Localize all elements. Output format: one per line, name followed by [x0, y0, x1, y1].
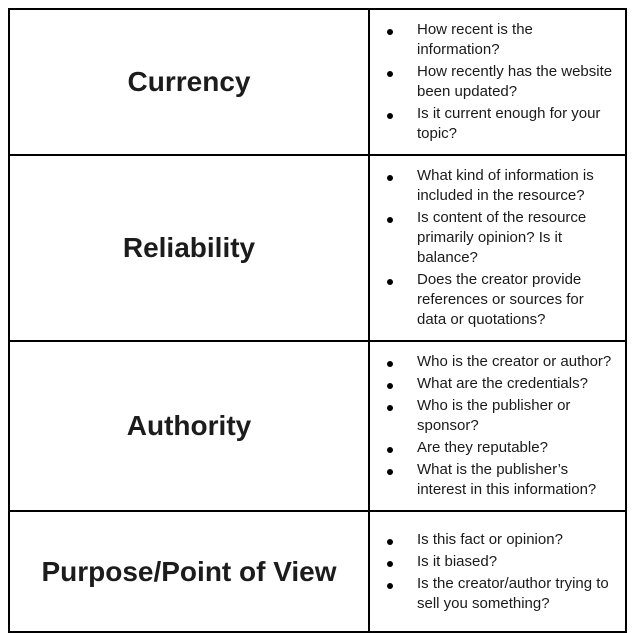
table-row: Reliability What kind of information is … [8, 154, 627, 342]
questions-cell-purpose: Is this fact or opinion? Is it biased? I… [368, 510, 627, 633]
bullet-icon [387, 383, 393, 389]
question-item: Is it current enough for your topic? [386, 104, 615, 144]
question-item: Is it biased? [386, 552, 615, 572]
criterion-label: Currency [127, 66, 251, 98]
table-row: Authority Who is the creator or author? … [8, 340, 627, 512]
question-item: Who is the creator or author? [386, 352, 615, 372]
question-text: Are they reputable? [417, 439, 548, 456]
questions-cell-currency: How recent is the information? How recen… [368, 8, 627, 156]
question-list: What kind of information is included in … [386, 166, 615, 330]
question-item: Does the creator provide references or s… [386, 270, 615, 330]
criterion-cell-reliability: Reliability [8, 154, 370, 342]
question-item: Are they reputable? [386, 438, 615, 458]
table-row: Purpose/Point of View Is this fact or op… [8, 510, 627, 633]
question-text: Is this fact or opinion? [417, 530, 563, 548]
bullet-icon [387, 469, 393, 475]
questions-cell-reliability: What kind of information is included in … [368, 154, 627, 342]
criterion-cell-authority: Authority [8, 340, 370, 512]
evaluation-rubric-table: Currency How recent is the information? … [8, 8, 627, 633]
question-item: What kind of information is included in … [386, 166, 615, 206]
bullet-icon [387, 217, 393, 223]
question-item: What is the publisher’s interest in this… [386, 460, 615, 500]
criterion-label: Purpose/Point of View [41, 555, 337, 587]
bullet-icon [387, 175, 393, 181]
bullet-icon [387, 405, 393, 411]
bullet-icon [387, 279, 393, 285]
bullet-icon [387, 29, 393, 35]
question-item: How recently has the website been update… [386, 62, 615, 102]
bullet-icon [387, 538, 393, 545]
question-text: Who is the creator or author? [417, 353, 612, 370]
question-text: How recent is the information? [417, 21, 533, 58]
bullet-icon [387, 71, 393, 77]
criterion-label: Authority [126, 410, 252, 442]
table-row: Currency How recent is the information? … [8, 8, 627, 156]
bullet-icon [387, 361, 393, 367]
question-list: Who is the creator or author? What are t… [386, 352, 615, 500]
bullet-icon [387, 582, 393, 589]
question-list: How recent is the information? How recen… [386, 20, 615, 144]
question-item: Is content of the resource primarily opi… [386, 208, 615, 268]
question-text: Is it biased? [417, 552, 498, 570]
document-page: Currency How recent is the information? … [8, 8, 627, 633]
question-text: Is the creator/author trying to sell you… [417, 574, 609, 612]
criterion-cell-purpose: Purpose/Point of View [8, 510, 370, 633]
question-text: Does the creator provide references or s… [417, 271, 584, 328]
question-list: Is this fact or opinion? Is it biased? I… [386, 530, 615, 614]
question-text: How recently has the website been update… [417, 63, 613, 100]
question-text: What are the credentials? [417, 375, 588, 392]
bullet-icon [387, 113, 393, 119]
question-text: Who is the publisher or sponsor? [417, 397, 571, 434]
question-text: Is content of the resource primarily opi… [417, 209, 587, 266]
question-item: How recent is the information? [386, 20, 615, 60]
question-text: What kind of information is included in … [417, 167, 594, 204]
criterion-cell-currency: Currency [8, 8, 370, 156]
question-item: Who is the publisher or sponsor? [386, 396, 615, 436]
question-item: Is this fact or opinion? [386, 530, 615, 550]
question-text: What is the publisher’s interest in this… [417, 461, 597, 498]
criterion-label: Reliability [122, 232, 256, 264]
bullet-icon [387, 447, 393, 453]
question-item: Is the creator/author trying to sell you… [386, 574, 615, 614]
question-item: What are the credentials? [386, 374, 615, 394]
questions-cell-authority: Who is the creator or author? What are t… [368, 340, 627, 512]
bullet-icon [387, 560, 393, 567]
question-text: Is it current enough for your topic? [417, 105, 601, 142]
